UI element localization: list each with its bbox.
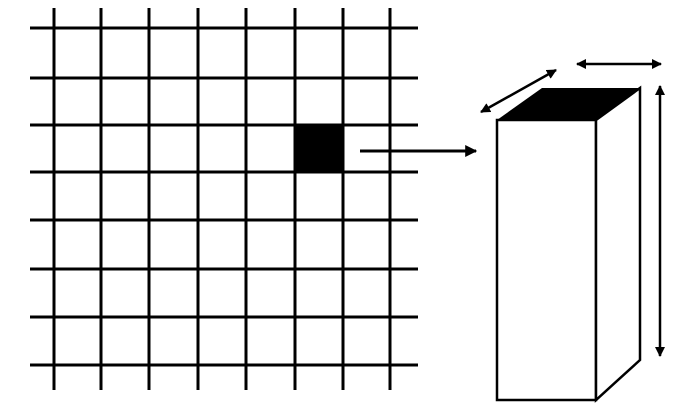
raster-grid	[30, 8, 418, 390]
depth-dimension-arrow	[480, 68, 557, 114]
highlighted-cell	[295, 125, 343, 172]
soil-column-prism	[495, 85, 642, 403]
prism-side-face	[594, 85, 642, 403]
prism-front-face	[495, 118, 598, 402]
